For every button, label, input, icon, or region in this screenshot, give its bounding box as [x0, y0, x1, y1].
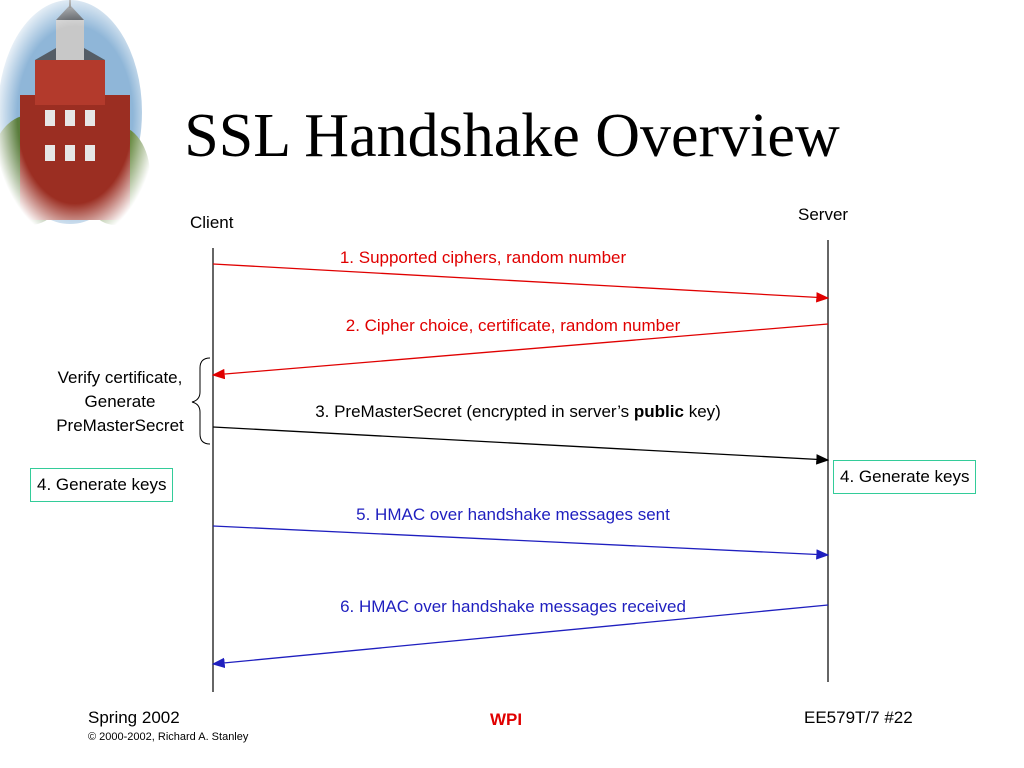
server-actor-label: Server: [798, 205, 849, 224]
footer-slide-number: EE579T/7 #22: [804, 708, 913, 727]
message-6-arrow: [211, 604, 829, 669]
message-3-label: 3. PreMasterSecret (encrypted in server’…: [213, 402, 823, 422]
message-5-label: 5. HMAC over handshake messages sent: [356, 505, 670, 524]
client-generate-keys-box: 4. Generate keys: [30, 468, 174, 502]
message-3-label-suffix: key): [683, 402, 721, 421]
footer-wpi-logo: WPI: [490, 710, 523, 729]
slide-title: SSL Handshake Overview: [184, 102, 840, 170]
footer-date: Spring 2002: [88, 708, 180, 727]
message-3-arrow: [212, 426, 830, 465]
message-2-label: 2. Cipher choice, certificate, random nu…: [345, 316, 681, 335]
message-1-arrow: [212, 263, 830, 303]
message-6-label: 6. HMAC over handshake messages received: [340, 597, 686, 616]
campus-tower-photo-icon: [0, 0, 150, 230]
client-note: Verify certificate, Generate PreMasterSe…: [40, 366, 200, 438]
client-note-line-3: PreMasterSecret: [56, 416, 184, 435]
message-5-arrow: [212, 525, 830, 560]
message-3-label-bold: public: [633, 402, 684, 421]
message-1-label: 1. Supported ciphers, random number: [339, 248, 627, 267]
client-note-brace: [191, 357, 211, 445]
server-generate-keys-box: 4. Generate keys: [833, 460, 977, 494]
client-actor-label: Client: [190, 213, 234, 232]
message-2-arrow: [211, 323, 829, 380]
client-note-line-1: Verify certificate,: [57, 368, 183, 387]
message-3-label-text: 3. PreMasterSecret (encrypted in server’…: [315, 402, 634, 421]
client-note-line-2: Generate: [84, 392, 156, 411]
footer-copyright: © 2000-2002, Richard A. Stanley: [88, 731, 249, 743]
